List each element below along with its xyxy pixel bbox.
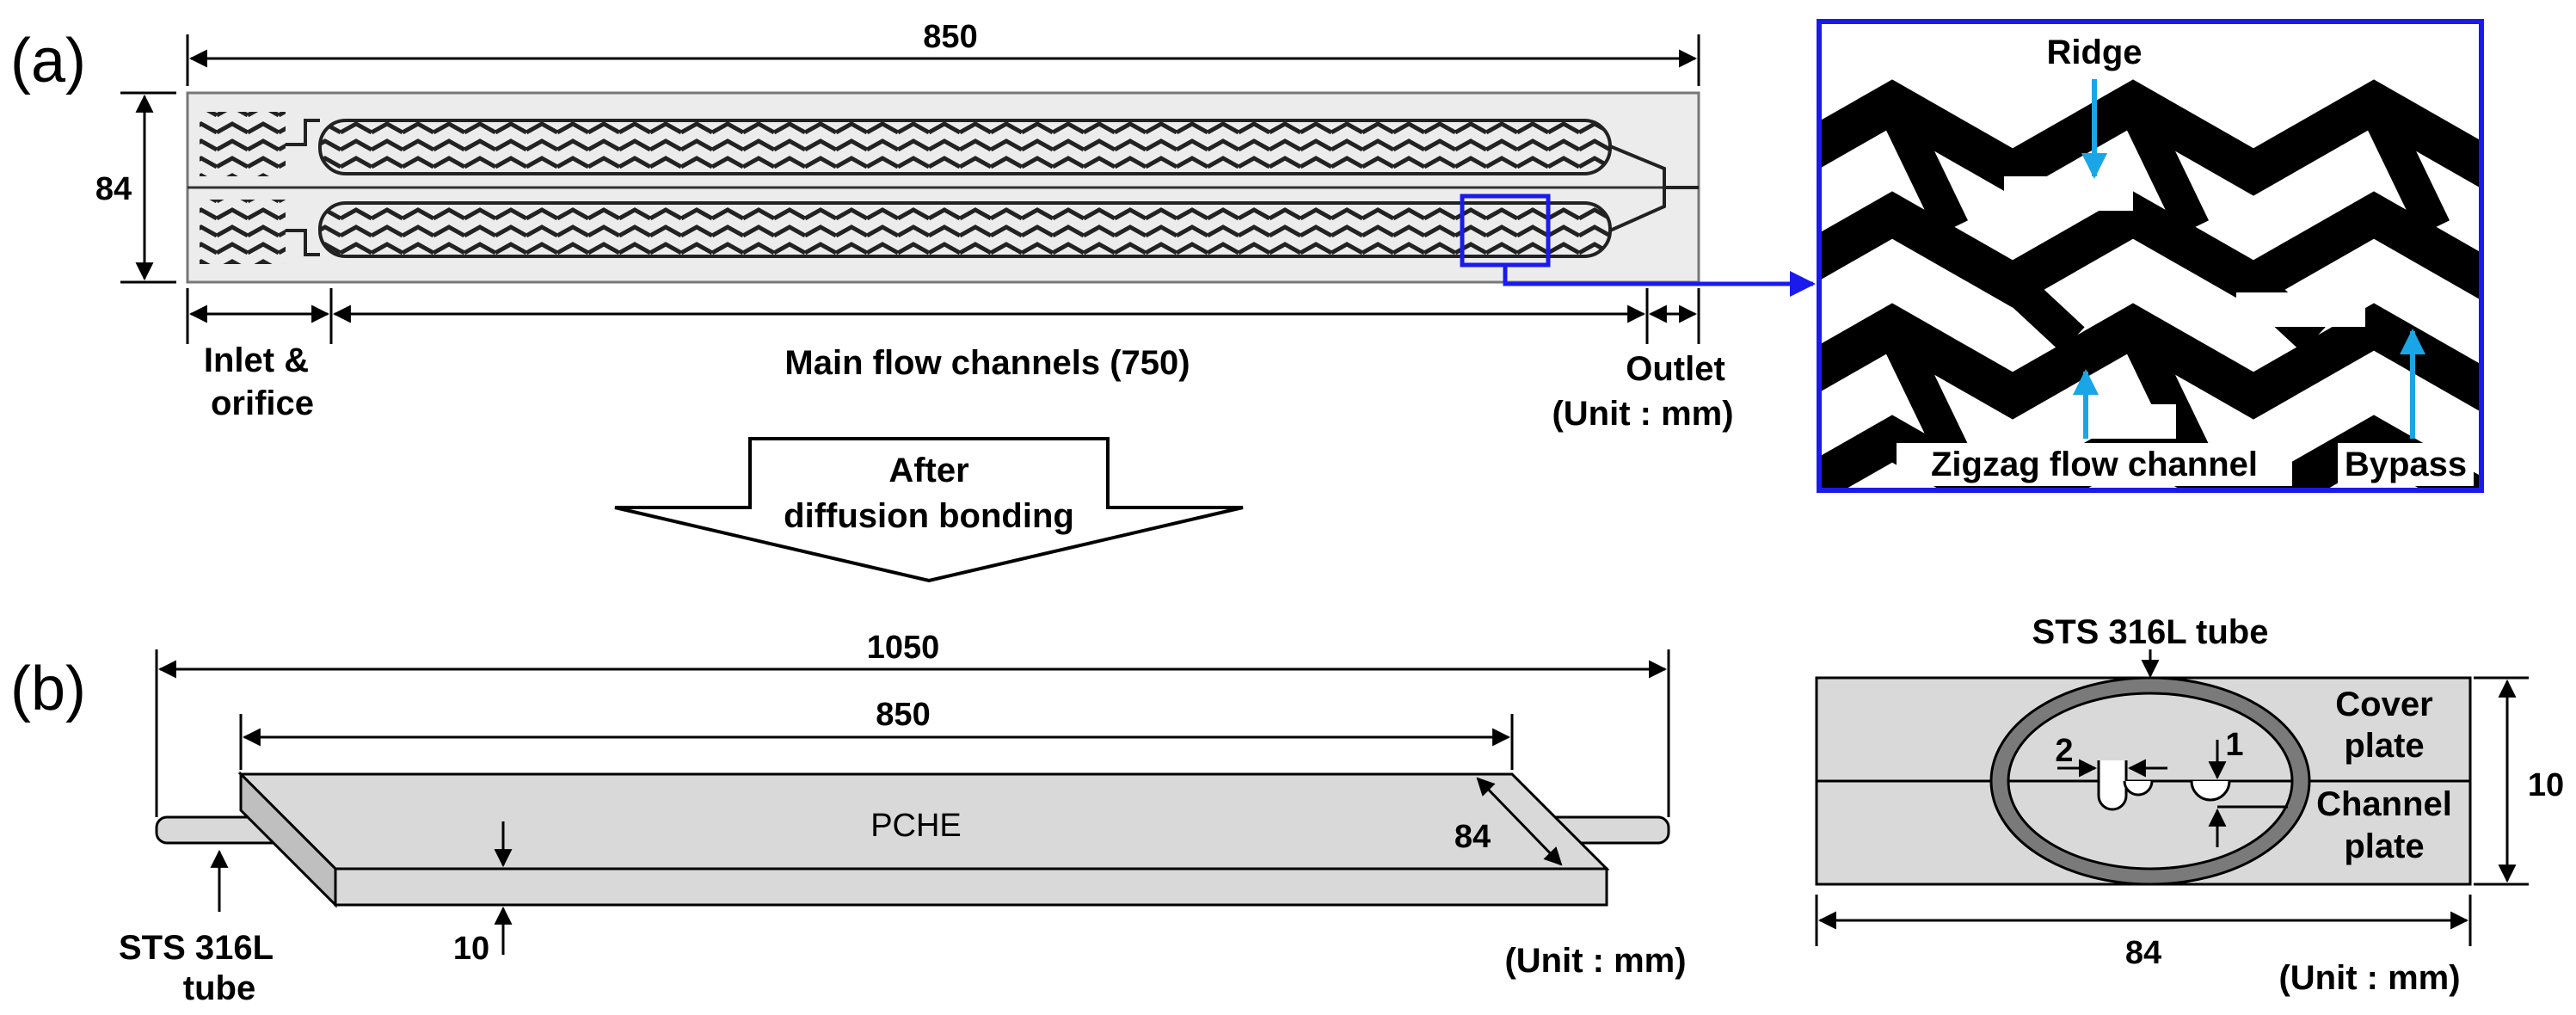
width-label-84-cross: 84	[2125, 935, 2161, 971]
panel-label-b: (b)	[10, 655, 86, 723]
inlet-zigzag-bottom	[200, 200, 286, 264]
channel-label-line1: Channel	[2316, 785, 2452, 823]
zigzag-detail-pattern	[1819, 79, 2481, 490]
thickness-label-b: 10	[453, 931, 489, 967]
channel-label-line2: plate	[2344, 827, 2424, 865]
main-channels-label: Main flow channels (750)	[784, 344, 1190, 382]
inlet-label-line1: Inlet &	[204, 341, 309, 379]
zoom-frame	[1817, 19, 2484, 493]
process-label-line2: diffusion bonding	[784, 497, 1074, 535]
inlet-label-line2: orifice	[211, 384, 314, 422]
panel-label-a: (a)	[10, 27, 86, 95]
unit-label-b: (Unit : mm)	[1504, 942, 1686, 980]
process-arrow: After diffusion bonding	[614, 437, 1244, 583]
dimension-84-a: 84	[95, 91, 176, 284]
dimension-label-84-b: 84	[1454, 819, 1491, 855]
bypass-label: Bypass	[2345, 446, 2467, 483]
height-label-10: 10	[2528, 767, 2564, 803]
unit-label-cross: (Unit : mm)	[2278, 959, 2460, 997]
inlet-zigzag-top	[200, 112, 286, 176]
tube-label-line1: STS 316L	[119, 929, 274, 967]
cover-label-line2: plate	[2344, 727, 2424, 765]
tube-label-line2: tube	[183, 969, 255, 1007]
dimension-1050-b: 1050	[155, 630, 1670, 817]
dimension-label-1050: 1050	[867, 630, 940, 666]
dimension-850-a: 850	[186, 19, 1700, 86]
dimension-850-b: 850	[239, 697, 1514, 770]
channel-plate-top-view	[186, 91, 1700, 284]
main-flow-channels-bottom	[318, 201, 1612, 258]
main-flow-channels-top	[318, 119, 1612, 175]
dim-label-1: 1	[2225, 727, 2243, 763]
dimension-label-850-a: 850	[923, 19, 977, 55]
cover-label-line1: Cover	[2335, 686, 2432, 723]
zoom-connector-arrow	[1503, 265, 1816, 297]
cross-tube-label: STS 316L tube	[2032, 613, 2269, 651]
dimension-label-850-b: 850	[876, 697, 930, 733]
dimension-label-84-a: 84	[95, 171, 132, 207]
zigzag-channel-label: Zigzag flow channel	[1931, 446, 2258, 483]
width-arrow-84-b	[1476, 777, 1563, 866]
channel-semicircle-1	[2097, 760, 2128, 811]
dim-label-2: 2	[2055, 733, 2073, 769]
unit-label-a: (Unit : mm)	[1552, 395, 1733, 433]
pche-label: PCHE	[870, 808, 962, 844]
process-label-line1: After	[888, 452, 968, 489]
pche-plate-3d: PCHE	[155, 771, 1670, 908]
outlet-label: Outlet	[1626, 350, 1725, 388]
segment-dimensions-a	[186, 288, 1700, 344]
ridge-label: Ridge	[2046, 34, 2142, 71]
zoom-detail-panel: Ridge Zigzag flow channel Bypass	[1817, 19, 2484, 493]
cross-section-view: STS 316L tube 2 1 Cover plate Channel pl…	[1815, 613, 2564, 997]
channel-semicircle-2	[2190, 780, 2231, 802]
